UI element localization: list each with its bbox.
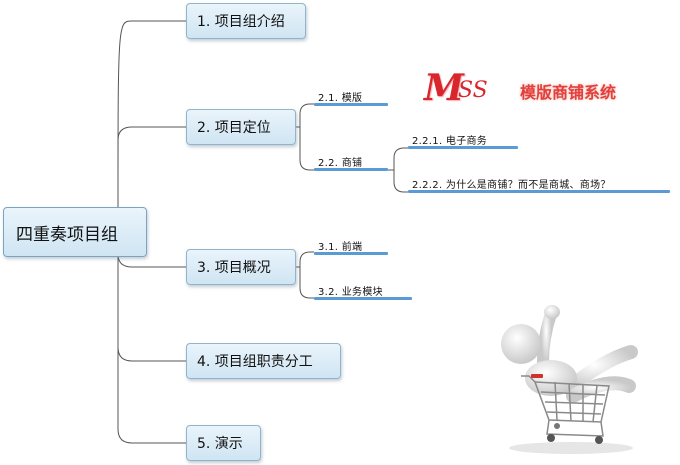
connector-root-to-2 — [117, 126, 186, 210]
branch-node-3[interactable]: 3. 项目概况 — [186, 249, 296, 285]
subtopic-2-2-underline — [314, 168, 388, 171]
subtopic-2-2-1[interactable]: 2.2.1. 电子商务 — [412, 136, 488, 147]
logo-mark-ss: SS — [458, 78, 488, 103]
root-node[interactable]: 四重奏项目组 — [3, 207, 147, 257]
subtopic-3-1-underline — [314, 252, 388, 255]
logo-mark-m: M — [424, 67, 464, 109]
subtopic-3-1[interactable]: 3.1. 前端 — [318, 242, 363, 253]
branch-node-1[interactable]: 1. 项目组介绍 — [186, 3, 306, 39]
connector-3-to-3-2 — [299, 267, 314, 299]
connector-root-to-1 — [117, 20, 186, 211]
subtopic-2-1[interactable]: 2.1. 模版 — [318, 93, 363, 104]
connector-2-to-2-1 — [266, 103, 314, 128]
connector-2-2-to-2-2-2 — [393, 170, 408, 193]
root-node-label: 四重奏项目组 — [16, 224, 118, 245]
mss-logo: M SS 模版商铺系统 — [424, 68, 654, 112]
branch-node-5[interactable]: 5. 演示 — [186, 425, 261, 461]
subtopic-2-2-1-underline — [408, 146, 518, 149]
branch-node-4[interactable]: 4. 项目组职责分工 — [186, 343, 341, 379]
subtopic-2-2-2[interactable]: 2.2.2. 为什么是商铺？而不是商城、商场？ — [412, 180, 611, 191]
branch-node-5-label: 5. 演示 — [197, 436, 243, 452]
branch-node-3-label: 3. 项目概况 — [197, 260, 271, 276]
branch-node-2[interactable]: 2. 项目定位 — [186, 109, 296, 145]
subtopic-2-2[interactable]: 2.2. 商铺 — [318, 158, 363, 169]
logo-text: 模版商铺系统 — [520, 83, 617, 102]
connector-3-to-3-1 — [266, 251, 314, 268]
connector-root-to-5 — [117, 257, 186, 444]
subtopic-2-1-underline — [314, 103, 388, 106]
subtopic-3-2-underline — [314, 297, 412, 300]
branch-node-4-label: 4. 项目组职责分工 — [197, 354, 313, 370]
branch-node-1-label: 1. 项目组介绍 — [197, 14, 285, 30]
branch-node-2-label: 2. 项目定位 — [197, 120, 271, 136]
person-in-shopping-cart-icon — [491, 300, 643, 458]
connector-root-to-4 — [117, 257, 186, 362]
connector-2-to-2-2 — [299, 127, 314, 171]
subtopic-3-2[interactable]: 3.2. 业务模块 — [318, 287, 383, 298]
subtopic-2-2-2-underline — [408, 190, 670, 193]
connector-2-2-to-2-2-1 — [388, 147, 408, 171]
